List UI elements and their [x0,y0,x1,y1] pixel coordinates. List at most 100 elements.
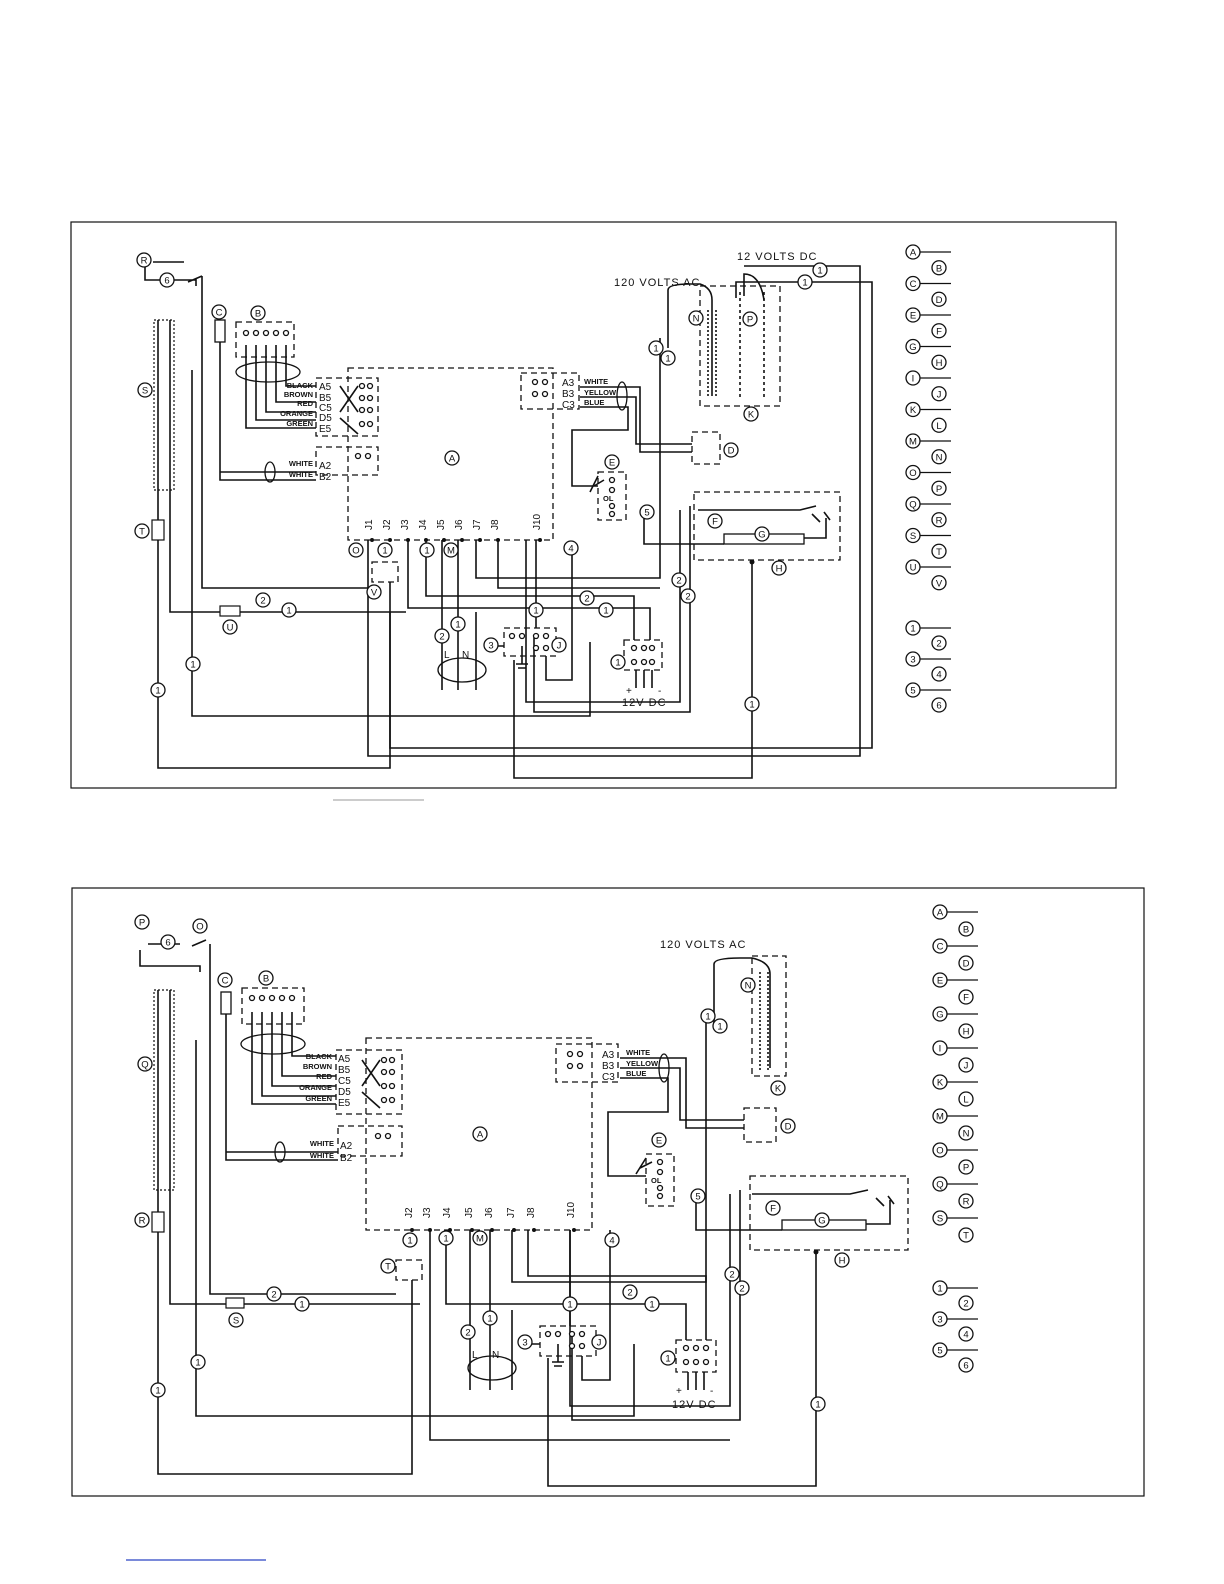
control-board-a [347,367,554,541]
component-q-marker: Q [137,1056,153,1072]
wire-tag-1: 1 [150,1382,166,1398]
component-p-marker-label: P [747,315,753,326]
component-k-marker-label: K [775,1084,782,1095]
diagram-2-frame [71,887,1145,1497]
component-u-marker-label: U [227,623,234,634]
wire-tag-1-label: 1 [286,606,291,617]
component-c [214,319,226,343]
wire-tag-2-label: 2 [439,632,444,643]
legend-letter-e-label: E [937,976,943,987]
terminal-j-box [539,1325,597,1357]
wire-color-label: WHITE [289,459,313,468]
legend-number-2-label: 2 [936,639,941,650]
legend-letter-c-label: C [937,942,944,953]
legend-letter-h: H [931,354,947,370]
legend-number-3-label: 3 [910,655,915,666]
legend-letter-k-label: K [937,1078,944,1089]
title-12-volts-dc: 12 VOLTS DC [737,251,818,263]
wire-tag-1: 1 [450,616,466,632]
legend-letter-j-label: J [964,1061,969,1072]
wire-color-label: YELLOW [626,1059,659,1068]
pin-label: C5 [338,1076,351,1087]
wire-tag-1: 1 [281,602,297,618]
legend-letter-h: H [958,1023,974,1039]
component-n-marker-label: N [693,314,700,325]
component-g-marker: G [754,526,770,542]
terminal-i-contacts [630,644,656,666]
jack-label: J1 [364,519,375,530]
legend-number-3: 3 [905,651,921,667]
jack-label: J2 [404,1207,415,1218]
component-g-marker: G [814,1212,830,1228]
component-n-marker: N [688,310,704,326]
legend-number-1: 1 [932,1280,948,1296]
overload-label: OL [651,1176,662,1185]
wire-color-label: ORANGE [280,409,313,418]
legend-number-4: 4 [931,666,947,682]
jack-terminal [470,1228,474,1232]
jack-terminal [410,1228,414,1232]
component-r-marker-label: R [139,1216,146,1227]
legend-letter-s: S [905,527,921,544]
jack-terminal [388,538,392,542]
legend-letter-i-label: I [912,374,915,385]
component-a-marker-label: A [477,1130,484,1141]
wire-tag-1-label: 1 [424,546,429,557]
wire-tag-1: 1 [712,1018,728,1034]
legend-letter-o: O [932,1142,948,1158]
jack-terminal [512,1228,516,1232]
component-v-marker: V [366,584,382,600]
wire-color-label: BROWN [303,1062,332,1071]
component-j-marker: J [591,1334,607,1350]
legend-number-4-label: 4 [936,670,941,681]
wire-tag-2-label: 2 [465,1328,470,1339]
component-q-marker-label: Q [141,1060,148,1071]
legend-letter-n: N [931,449,947,465]
legend-number-6-label: 6 [963,1361,968,1372]
wire-tag-2: 2 [622,1284,638,1300]
wire-tag-1: 1 [644,1296,660,1312]
wire-tag-2: 2 [266,1286,282,1302]
terminal-i-box [675,1339,717,1373]
wire-tag-1-label: 1 [567,1300,572,1311]
component-m-marker: M [472,1230,488,1246]
legend-letter-n-label: N [936,452,943,463]
wire-tag-1-label: 1 [382,546,387,557]
dc-plus: + [676,1386,682,1397]
wire-tag-1-label: 1 [407,1236,412,1247]
wire-color-label: RED [297,399,313,408]
component-f-marker-label: F [770,1204,776,1215]
wire-tag-1: 1 [648,340,664,356]
legend-number-1-label: 1 [910,624,915,635]
legend-letter-i-label: I [939,1044,942,1055]
component-h-marker: H [834,1252,850,1268]
component-v-marker-label: V [371,588,378,599]
component-e-marker: E [604,454,620,470]
component-h-marker: H [771,560,787,576]
connector-3-contacts [531,378,549,398]
component-d-marker-label: D [728,446,735,457]
component-c [220,991,232,1015]
jack-terminal [572,1228,576,1232]
dc-minus: - [658,686,661,697]
jack-label: J6 [484,1207,495,1218]
wire-tag-5-label: 5 [644,508,649,519]
legend-letter-d: D [931,291,947,307]
diagram-1-frame [70,221,1117,789]
wire-tag-1: 1 [482,1310,498,1326]
legend-letter-p: P [958,1159,974,1175]
wire-tag-5: 5 [690,1188,706,1204]
legend-number-4-label: 4 [963,1330,968,1341]
legend-number-6: 6 [958,1357,974,1373]
power-cord-bundle [437,657,487,683]
legend-letter-v: V [931,575,947,591]
component-u-marker: U [222,619,238,635]
jack-label: J8 [526,1207,537,1218]
wire-tag-2-label: 2 [584,594,589,605]
pin-label: C3 [562,400,575,411]
legend-number-1-label: 1 [937,1284,942,1295]
wire-tag-1: 1 [294,1296,310,1312]
neutral-label: N [492,1350,499,1361]
component-f-marker-label: F [712,517,718,528]
